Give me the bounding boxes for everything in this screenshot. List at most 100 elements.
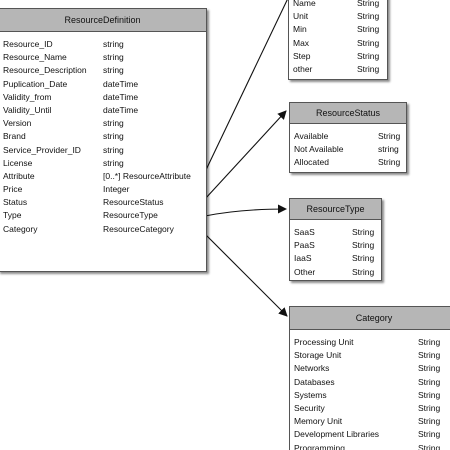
attribute-name: Resource_Name	[3, 52, 67, 63]
attribute-row: Development Libraries String	[290, 428, 450, 441]
attribute-type: String	[418, 389, 441, 400]
attribute-row: Puplication_Date dateTime	[0, 78, 206, 91]
attribute-name: Type	[3, 210, 22, 221]
attribute-type: String	[418, 363, 441, 374]
attribute-name: IaaS	[294, 253, 312, 264]
attribute-row: Min String	[289, 23, 387, 36]
connector-status-to-resourcestatus	[204, 110, 287, 200]
attribute-name: Brand	[3, 131, 26, 142]
attribute-type: String	[418, 429, 441, 440]
attribute-name: Storage Unit	[294, 350, 342, 361]
attribute-type: String	[418, 416, 441, 427]
attribute-name: License	[3, 157, 33, 168]
attribute-type: String	[357, 11, 380, 22]
attribute-type: String	[357, 63, 380, 74]
attribute-name: Version	[3, 118, 32, 129]
attribute-name: PaaS	[294, 240, 315, 251]
attribute-type: String	[418, 442, 441, 450]
attribute-name: Other	[294, 266, 316, 277]
attribute-name: Attribute	[3, 170, 35, 181]
attribute-name: Available	[294, 131, 329, 141]
attribute-name: Min	[293, 24, 307, 35]
attribute-type: String	[352, 253, 375, 264]
attribute-type: String	[357, 50, 380, 61]
attribute-name: Unit	[293, 11, 309, 22]
attribute-name: Programming	[294, 442, 346, 450]
connector-type-to-resourcetype	[204, 204, 287, 217]
attribute-type: String	[418, 402, 441, 413]
attribute-row: Brand string	[0, 130, 206, 143]
attribute-row: PaaS String	[290, 239, 381, 252]
attribute-type: String	[352, 240, 375, 251]
attribute-name: Validity_from	[3, 91, 52, 102]
attribute-row: Networks String	[290, 362, 450, 375]
connector-attribute-to-resourceattribute	[204, 0, 288, 173]
attribute-type: string	[103, 65, 124, 76]
resource-type-title: ResourceType	[290, 199, 381, 220]
attribute-type: string	[103, 118, 124, 129]
attribute-type: String	[378, 157, 401, 168]
attribute-name: Puplication_Date	[3, 78, 68, 89]
attribute-row: Programming String	[290, 442, 450, 450]
attribute-type: String	[357, 0, 380, 8]
attribute-type: string	[378, 144, 399, 155]
attribute-row: Resource_Name string	[0, 51, 206, 64]
attribute-row: Validity_Until dateTime	[0, 104, 206, 117]
attribute-type: dateTime	[103, 104, 139, 115]
connector-category-to-category	[204, 233, 288, 317]
attribute-name: Allocated	[294, 157, 329, 168]
attribute-name: Price	[3, 184, 23, 195]
attribute-type: ResourceType	[103, 210, 158, 221]
attribute-type: string	[103, 39, 124, 49]
attribute-type: dateTime	[103, 91, 139, 102]
attribute-name: Networks	[294, 363, 330, 374]
resource-definition-title: ResourceDefinition	[0, 9, 206, 32]
attribute-name: Validity_Until	[3, 104, 52, 115]
attribute-type: dateTime	[103, 78, 139, 89]
attribute-row: Category ResourceCategory	[0, 223, 206, 236]
attribute-row: IaaS String	[290, 252, 381, 265]
attribute-row: Attribute [0..*] ResourceAttribute	[0, 170, 206, 183]
attribute-type: string	[103, 131, 124, 142]
attribute-type: [0..*] ResourceAttribute	[103, 170, 191, 181]
attribute-name: Processing Unit	[294, 337, 354, 347]
attribute-name: Category	[3, 223, 38, 234]
attribute-type: string	[103, 144, 124, 155]
attribute-row: Validity_from dateTime	[0, 91, 206, 104]
attribute-type: String	[352, 227, 375, 237]
resource-status-title: ResourceStatus	[290, 103, 406, 124]
attribute-type: ResourceCategory	[103, 223, 174, 234]
attribute-row: Price Integer	[0, 183, 206, 196]
attribute-name: Name	[293, 0, 316, 8]
attribute-type: Integer	[103, 184, 130, 195]
attribute-row: Name String	[289, 0, 387, 10]
attribute-type: string	[103, 52, 124, 63]
attribute-name: Development Libraries	[294, 429, 380, 440]
attribute-type: String	[357, 24, 380, 35]
attribute-name: Systems	[294, 389, 327, 400]
